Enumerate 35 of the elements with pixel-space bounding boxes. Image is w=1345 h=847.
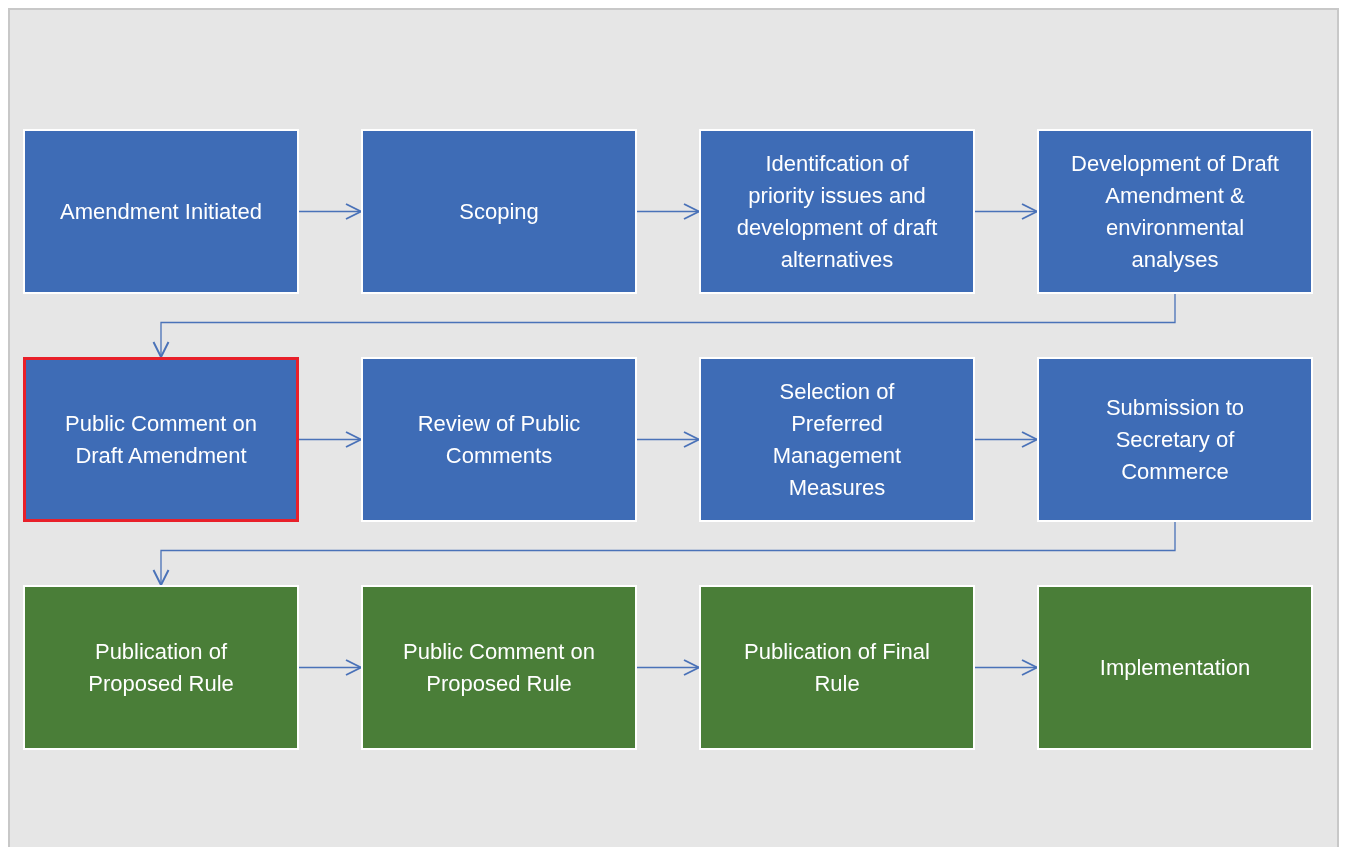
step-label: Selection of Preferred Management Measures: [771, 377, 903, 502]
step-label: Development of Draft Amendment & environmental analyses: [1071, 149, 1279, 274]
process-box: [699, 357, 975, 522]
step-label: Implementation: [1099, 653, 1251, 682]
process-box: [23, 357, 299, 522]
step-label: Amendment Initiated: [60, 197, 262, 226]
arrow: [974, 659, 1038, 676]
step-label: Public Comment on Draft Amendment: [64, 409, 258, 470]
step-label: Review of Public Comments: [416, 409, 582, 470]
step-label: Scoping: [459, 197, 539, 226]
step-label: Publication of Proposed Rule: [87, 637, 235, 698]
arrow: [298, 203, 362, 220]
process-box: [699, 129, 975, 294]
process-box: [1037, 129, 1313, 294]
arrow: [636, 203, 700, 220]
arrow: [152, 521, 1176, 586]
process-box: [361, 129, 637, 294]
arrow: [636, 431, 700, 448]
process-box: [361, 585, 637, 750]
step-label: Identifcation of priority issues and development of draft alternatives: [735, 149, 939, 274]
step-label: Publication of Final Rule: [743, 637, 931, 698]
step-label: Public Comment on Proposed Rule: [402, 637, 596, 698]
arrow: [974, 431, 1038, 448]
process-box: [1037, 357, 1313, 522]
process-box: [699, 585, 975, 750]
process-box: [23, 585, 299, 750]
arrow: [298, 659, 362, 676]
arrow: [298, 431, 362, 448]
process-box: [361, 357, 637, 522]
arrow: [974, 203, 1038, 220]
arrow: [152, 293, 1176, 358]
process-box: [23, 129, 299, 294]
step-label: Submission to Secretary of Commerce: [1104, 393, 1246, 486]
process-box: [1037, 585, 1313, 750]
arrow: [636, 659, 700, 676]
